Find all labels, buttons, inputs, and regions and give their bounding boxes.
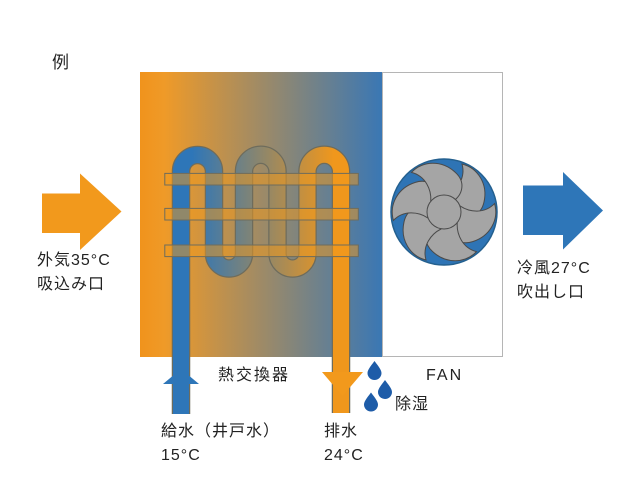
drain-water-label: 排水 24°C [324, 420, 364, 468]
drain-arrowhead-icon [322, 372, 363, 396]
support-bar [164, 207, 359, 221]
supply-arrowhead-icon [163, 369, 199, 384]
supply-water-label-line1: 給水（井戸水） [161, 423, 281, 440]
support-bar [164, 244, 359, 258]
intake-label-line2: 吸込み口 [37, 276, 106, 293]
water-droplet-icon [367, 361, 382, 380]
water-droplet-icon [378, 380, 392, 399]
support-bar [164, 172, 359, 186]
outlet-label: 冷風27°C 吹出し口 [517, 257, 591, 305]
outlet-label-line2: 吹出し口 [517, 284, 586, 301]
fan-icon [390, 158, 498, 266]
supply-water-label: 給水（井戸水） 15°C [161, 420, 280, 468]
coil-pipe [173, 146, 349, 414]
outlet-arrow-icon [523, 172, 603, 250]
drain-water-label-line2: 24°C [324, 447, 364, 464]
example-note: 例 [52, 53, 70, 72]
water-droplet-icon [364, 392, 378, 412]
outlet-label-line1: 冷風27°C [517, 260, 591, 277]
heat-exchanger-label: 熱交換器 [218, 367, 291, 384]
dehumidification-label: 除湿 [395, 396, 430, 413]
water-droplets [364, 361, 392, 412]
intake-label: 外気35°C 吸込み口 [37, 249, 111, 297]
intake-label-line1: 外気35°C [37, 252, 111, 269]
intake-arrow-icon [42, 173, 122, 250]
support-bars [164, 172, 359, 258]
supply-water-label-line2: 15°C [161, 447, 201, 464]
fan-label: FAN [426, 367, 464, 384]
drain-water-label-line1: 排水 [324, 423, 359, 440]
